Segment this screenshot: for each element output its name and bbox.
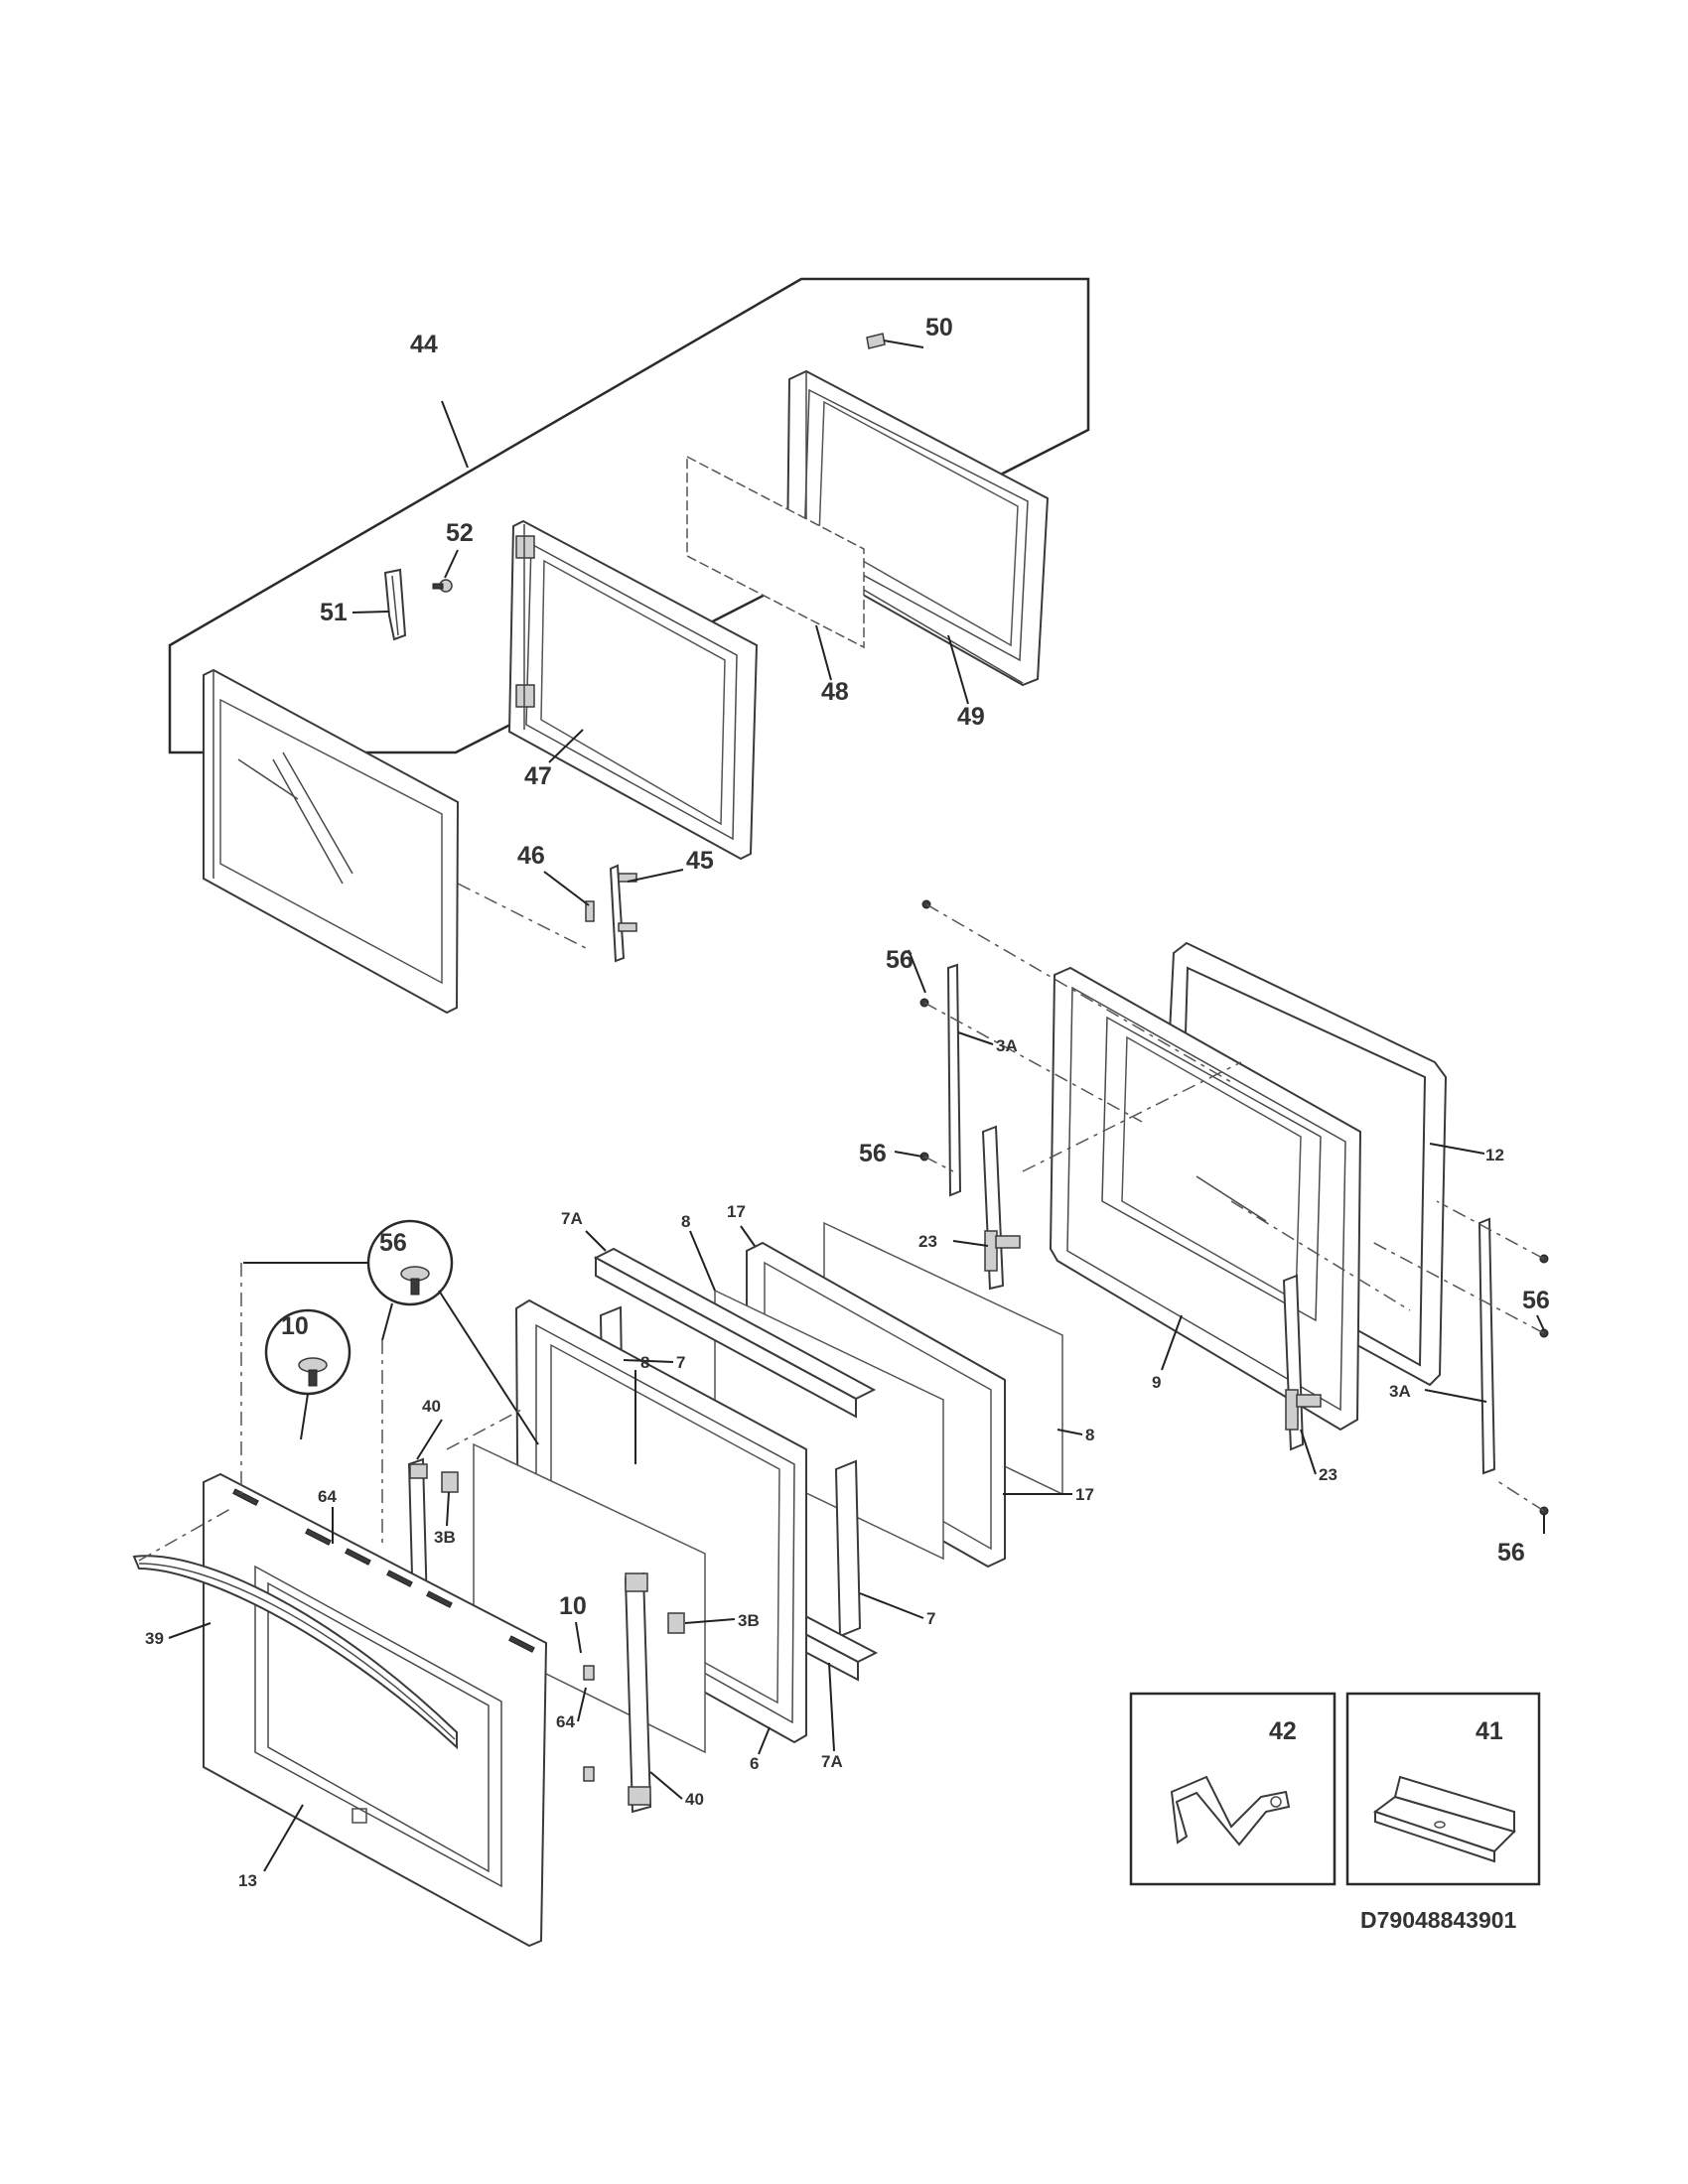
- part-45-hinge-bracket: [609, 864, 637, 963]
- leader-49: [947, 634, 969, 705]
- callout-10-b: 10: [559, 1592, 587, 1620]
- part-9-inner-door-liner: [1049, 966, 1362, 1432]
- callout-56-b: 56: [859, 1140, 887, 1167]
- part-23-hinge-upper: [981, 1125, 1021, 1291]
- part-42-box: [1129, 1692, 1336, 1886]
- part-47-middle-door-frame: [507, 519, 759, 861]
- part-13-outer-door-panel: [203, 1472, 548, 1948]
- part-39-door-handle: [132, 1555, 458, 1750]
- leader-56-detail-c: [381, 1302, 393, 1341]
- callout-17-a: 17: [727, 1202, 746, 1221]
- callout-8-b: 8: [1085, 1426, 1094, 1444]
- callout-3a-b: 3A: [1389, 1382, 1411, 1401]
- callout-12: 12: [1485, 1146, 1504, 1164]
- part-7-right-insulation: [834, 1459, 862, 1638]
- leader-47: [548, 729, 584, 763]
- callout-56-d: 56: [1522, 1287, 1550, 1314]
- outer-door-glass-panel: [203, 668, 460, 1015]
- callout-41: 41: [1476, 1717, 1503, 1745]
- door-assembly-inset-frame: [168, 277, 1090, 754]
- callout-56-e: 56: [1497, 1539, 1525, 1567]
- callout-39: 39: [145, 1629, 164, 1648]
- callout-3a-a: 3A: [996, 1036, 1018, 1055]
- callout-47: 47: [524, 762, 552, 790]
- assembly-line-inset: [457, 883, 587, 949]
- callout-7-b: 7: [926, 1609, 935, 1628]
- callout-7-a: 7: [676, 1353, 685, 1372]
- callout-40-b: 40: [685, 1790, 704, 1809]
- callout-42: 42: [1269, 1717, 1297, 1745]
- part-50-clip: [866, 333, 886, 349]
- callout-9: 9: [1152, 1373, 1161, 1392]
- callout-8-c: 8: [640, 1353, 649, 1372]
- part-49-inner-door-frame: [785, 369, 1050, 687]
- callout-10-a: 10: [281, 1312, 309, 1340]
- part-40-bracket-lower: [624, 1571, 652, 1814]
- callout-23-a: 23: [918, 1232, 937, 1251]
- leader-48: [815, 624, 832, 681]
- part-23-hinge-lower: [1282, 1274, 1322, 1451]
- leader-10-detail: [300, 1393, 309, 1440]
- part-3a-channel-left: [946, 963, 962, 1197]
- callout-6: 6: [750, 1754, 759, 1773]
- callout-52: 52: [446, 519, 474, 547]
- part-3b-clip-lower: [667, 1612, 685, 1634]
- callout-8-a: 8: [681, 1212, 690, 1231]
- callout-23-b: 23: [1319, 1465, 1337, 1484]
- callout-17-b: 17: [1075, 1485, 1094, 1504]
- part-3a-channel-right: [1477, 1217, 1496, 1475]
- leader-44: [441, 400, 469, 469]
- callout-64-a: 64: [318, 1487, 337, 1506]
- leader-46: [543, 871, 590, 906]
- part-41-box: [1345, 1692, 1541, 1886]
- callout-13: 13: [238, 1871, 257, 1890]
- callout-51: 51: [320, 599, 348, 626]
- callout-50: 50: [925, 314, 953, 341]
- leader-52: [444, 549, 459, 579]
- callout-3b-b: 3B: [738, 1611, 760, 1630]
- callout-56-c: 56: [379, 1229, 407, 1257]
- callout-7a-a: 7A: [561, 1209, 583, 1228]
- assembly-lines-main: [138, 903, 1545, 1562]
- leader-45: [627, 869, 684, 883]
- part-52-screw: [432, 579, 453, 593]
- part-3b-clip-upper: [441, 1471, 459, 1493]
- leader-51: [352, 611, 390, 614]
- diagram-code: D79048843901: [1360, 1907, 1517, 1933]
- callout-7a-b: 7A: [821, 1752, 843, 1771]
- callout-45: 45: [686, 847, 714, 875]
- callout-48: 48: [821, 678, 849, 706]
- part-46-clip: [585, 900, 595, 922]
- leader-56-detail-b: [438, 1290, 539, 1445]
- leader-50: [883, 340, 924, 348]
- part-7a-top-insulation: [593, 1247, 877, 1419]
- callout-46: 46: [517, 842, 545, 870]
- part-48-glass-panel: [686, 455, 865, 649]
- callout-49: 49: [957, 703, 985, 731]
- callout-40-a: 40: [422, 1397, 441, 1416]
- callout-56-a: 56: [886, 946, 914, 974]
- callout-3b-a: 3B: [434, 1528, 456, 1547]
- leader-lines-main: [168, 949, 1545, 1872]
- callout-64-b: 64: [556, 1712, 575, 1731]
- callout-44: 44: [410, 331, 438, 358]
- part-51-bracket: [383, 568, 407, 641]
